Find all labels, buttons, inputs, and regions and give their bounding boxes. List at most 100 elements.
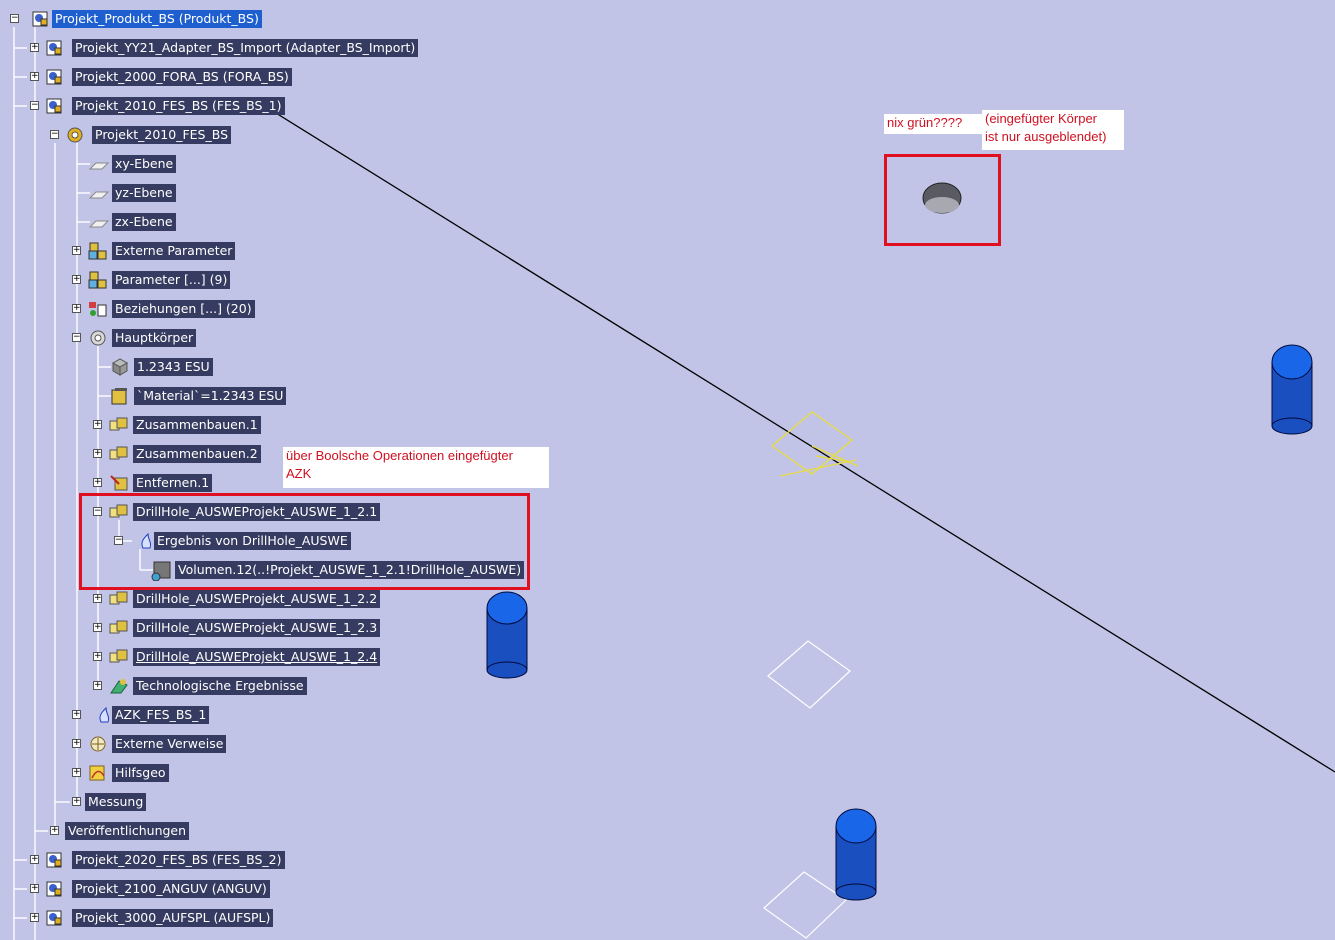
annotation-no-green: nix grün???? <box>884 114 982 134</box>
tree-label: Projekt_2000_FORA_BS (FORA_BS) <box>72 68 292 86</box>
volume-icon <box>150 561 171 582</box>
annotation-line: über Boolsche Operationen eingefügter <box>286 448 513 463</box>
tree-label: Externe Parameter <box>112 242 236 260</box>
collapse-toggle[interactable]: − <box>30 100 39 110</box>
tree-label: Externe Verweise <box>112 735 227 753</box>
expand-toggle[interactable]: + <box>72 709 81 719</box>
tree-label: xy-Ebene <box>112 155 177 173</box>
tree-label: Veröffentlichungen <box>65 822 190 840</box>
expand-toggle[interactable]: + <box>93 477 102 487</box>
product-icon <box>46 97 64 115</box>
tree-label: zx-Ebene <box>112 213 176 231</box>
annotation-boolean: über Boolsche Operationen eingefügter AZ… <box>283 447 549 488</box>
part-gear-icon <box>66 126 84 144</box>
cylinder-body <box>486 591 528 679</box>
expand-toggle[interactable]: + <box>30 854 39 864</box>
annotation-line: ist nur ausgeblendet) <box>985 129 1107 144</box>
tree-label: 1.2343 ESU <box>134 358 213 376</box>
expand-toggle[interactable]: + <box>72 767 81 777</box>
tree-label: DrillHole_AUSWEProjekt_AUSWE_1_2.2 <box>133 590 381 608</box>
expand-toggle[interactable]: + <box>93 651 102 661</box>
compass-plane-yellow <box>770 411 859 477</box>
collapse-toggle[interactable]: − <box>114 535 123 545</box>
boolean-operation-icon <box>109 590 128 608</box>
plane-icon <box>88 213 110 231</box>
tree-label: Zusammenbauen.1 <box>133 416 261 434</box>
parameters-icon <box>88 271 107 289</box>
expand-toggle[interactable]: + <box>93 419 102 429</box>
collapse-toggle[interactable]: − <box>93 506 102 516</box>
tree-label: Projekt_2010_FES_BS <box>92 126 232 144</box>
expand-toggle[interactable]: + <box>93 593 102 603</box>
tree-label: Messung <box>85 793 147 811</box>
tree-label: Volumen.12(..!Projekt_AUSWE_1_2.1!DrillH… <box>175 561 525 579</box>
material-box-icon <box>110 387 128 405</box>
tree-label: AZK_FES_BS_1 <box>112 706 210 724</box>
annotation-line: (eingefügter Körper <box>985 111 1098 126</box>
plane-symbol <box>763 871 847 939</box>
expand-toggle[interactable]: + <box>72 274 81 284</box>
boolean-operation-icon <box>109 648 128 666</box>
plane-icon <box>88 184 110 202</box>
product-icon <box>46 68 64 86</box>
tree-label: Projekt_2010_FES_BS (FES_BS_1) <box>72 97 285 115</box>
annotation-line: AZK <box>286 466 312 481</box>
parameters-icon <box>88 242 107 260</box>
expand-toggle[interactable]: + <box>72 738 81 748</box>
expand-toggle[interactable]: + <box>30 912 39 922</box>
cylinder-body <box>835 808 877 901</box>
boolean-operation-icon <box>109 416 128 434</box>
expand-toggle[interactable]: + <box>93 448 102 458</box>
product-icon <box>32 10 50 28</box>
tree-label: Zusammenbauen.2 <box>133 445 261 463</box>
tree-label: Projekt_3000_AUFSPL (AUFSPL) <box>72 909 274 927</box>
tree-label: Hauptkörper <box>112 329 197 347</box>
expand-toggle[interactable]: + <box>30 71 39 81</box>
tree-label: Parameter [...] (9) <box>112 271 231 289</box>
product-icon <box>46 909 64 927</box>
expand-toggle[interactable]: + <box>50 825 59 835</box>
tree-label: DrillHole_AUSWEProjekt_AUSWE_1_2.1 <box>133 503 381 521</box>
tree-label: Technologische Ergebnisse <box>133 677 307 695</box>
collapse-toggle[interactable]: − <box>72 332 81 342</box>
relations-icon <box>88 300 107 318</box>
result-icon <box>96 706 114 724</box>
tree-label: Projekt_YY21_Adapter_BS_Import (Adapter_… <box>72 39 419 57</box>
boolean-operation-icon <box>109 445 128 463</box>
expand-toggle[interactable]: + <box>30 883 39 893</box>
material-cube-icon <box>110 358 129 376</box>
tree-label: Entfernen.1 <box>133 474 213 492</box>
aux-geometry-icon <box>88 764 106 782</box>
tree-label: DrillHole_AUSWEProjekt_AUSWE_1_2.3 <box>133 619 381 637</box>
expand-toggle[interactable]: + <box>93 680 102 690</box>
expand-toggle[interactable]: + <box>72 303 81 313</box>
expand-toggle[interactable]: + <box>30 42 39 52</box>
plane-icon <box>88 155 110 173</box>
expand-toggle[interactable]: + <box>93 622 102 632</box>
collapse-toggle[interactable]: − <box>50 129 59 139</box>
annotation-line: nix grün???? <box>887 115 963 130</box>
tree-label: Hilfsgeo <box>112 764 169 782</box>
tree-label: `Material`=1.2343 ESU <box>134 387 287 405</box>
highlight-box-tree <box>79 493 530 590</box>
expand-toggle[interactable]: + <box>72 245 81 255</box>
external-refs-icon <box>88 735 106 753</box>
expand-toggle[interactable]: + <box>72 796 81 806</box>
tech-results-icon <box>109 677 128 695</box>
tree-label: Beziehungen [...] (20) <box>112 300 255 318</box>
product-icon <box>46 39 64 57</box>
tree-label: DrillHole_AUSWEProjekt_AUSWE_1_2.4 <box>133 648 381 666</box>
body-gear-icon <box>88 329 106 347</box>
tree-label: Ergebnis von DrillHole_AUSWE <box>154 532 351 550</box>
product-icon <box>46 851 64 869</box>
cylinder-body <box>1271 344 1313 435</box>
product-icon <box>46 880 64 898</box>
collapse-toggle[interactable]: − <box>10 13 19 23</box>
drill-hole <box>922 182 962 214</box>
remove-operation-icon <box>109 474 128 492</box>
result-icon <box>138 532 156 550</box>
plane-symbol <box>767 640 851 709</box>
boolean-operation-icon <box>109 619 128 637</box>
annotation-hidden-body: (eingefügter Körper ist nur ausgeblendet… <box>982 110 1124 150</box>
